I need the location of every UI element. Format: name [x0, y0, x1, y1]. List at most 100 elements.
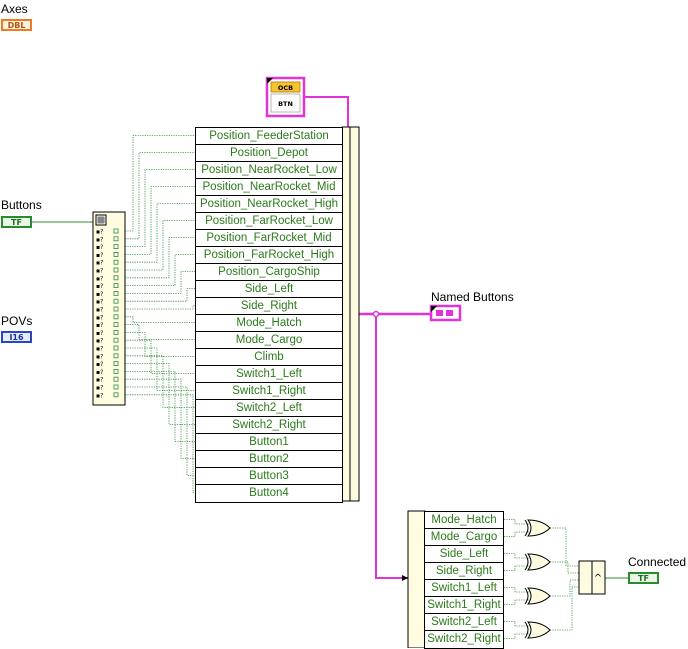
index-glyph: ▪? — [96, 330, 103, 337]
element-wire — [125, 363, 195, 425]
wire-junction — [372, 310, 380, 318]
bundle-field[interactable]: Position_Depot — [196, 145, 342, 162]
xor-gate[interactable] — [524, 553, 551, 571]
index-output-terminal — [113, 314, 119, 320]
element-wire — [125, 152, 195, 240]
bundle-field[interactable]: Side_Left — [196, 281, 342, 298]
element-wire — [125, 135, 195, 232]
axes-terminal[interactable]: DBL — [1, 19, 32, 31]
bundle-field[interactable]: Button1 — [196, 434, 342, 451]
element-wire — [125, 288, 195, 302]
unbundle-field[interactable]: Mode_Cargo — [425, 529, 503, 546]
index-array-node[interactable]: ▪?▪?▪?▪?▪?▪?▪?▪?▪?▪?▪?▪?▪?▪?▪?▪?▪?▪?▪?▪?… — [92, 211, 126, 406]
element-wire — [125, 347, 195, 391]
bundle-field[interactable]: Mode_Hatch — [196, 315, 342, 332]
xor-gate[interactable] — [524, 519, 551, 537]
xor-gate[interactable] — [524, 621, 551, 639]
named-buttons-indicator[interactable] — [429, 304, 462, 322]
xor-gate[interactable] — [524, 587, 551, 605]
connected-label: Connected — [628, 555, 687, 569]
index-output-terminal — [113, 244, 119, 250]
bundle-field[interactable]: Button2 — [196, 451, 342, 468]
svg-text:^: ^ — [594, 573, 602, 584]
index-output-terminal — [113, 267, 119, 273]
bundle-field[interactable]: Position_FarRocket_Mid — [196, 230, 342, 247]
bundle-field[interactable]: Switch2_Right — [196, 417, 342, 434]
index-output-terminal — [113, 259, 119, 265]
bundle-field[interactable]: Switch2_Left — [196, 400, 342, 417]
xor-output-wire — [550, 579, 579, 597]
index-glyph: ▪? — [96, 275, 103, 282]
index-glyph: ▪? — [96, 299, 103, 306]
bundle-field[interactable]: Position_CargoShip — [196, 264, 342, 281]
unbundle-field[interactable]: Switch1_Left — [425, 580, 503, 597]
cluster-constant-top-text: OCB — [278, 84, 293, 92]
bundle-field[interactable]: Mode_Cargo — [196, 332, 342, 349]
povs-label: POVs — [1, 314, 33, 328]
buttons-terminal[interactable]: TF — [1, 216, 32, 228]
index-glyph: ▪? — [96, 392, 103, 399]
xor-input-wire — [504, 553, 530, 559]
and-array-elements-node[interactable]: ^ — [578, 560, 606, 595]
bundle-field[interactable]: Side_Right — [196, 298, 342, 315]
index-output-terminal — [113, 236, 119, 242]
index-output-terminal — [113, 384, 119, 390]
xor-output-wire — [550, 586, 579, 631]
bundle-field[interactable]: Button3 — [196, 468, 342, 485]
cluster-constant-bottom-text: BTN — [278, 100, 293, 108]
index-glyph: ▪? — [96, 229, 103, 236]
index-glyph: ▪? — [96, 369, 103, 376]
element-wire — [125, 237, 195, 279]
index-glyph: ▪? — [96, 244, 103, 251]
buttons-label: Buttons — [1, 198, 42, 212]
bundle-field[interactable]: Position_NearRocket_Low — [196, 162, 342, 179]
xor-input-wire — [504, 565, 530, 571]
unbundle-field[interactable]: Switch1_Right — [425, 597, 503, 614]
index-output-terminal — [113, 228, 119, 234]
bundle-field[interactable]: Switch1_Right — [196, 383, 342, 400]
index-output-terminal — [113, 298, 119, 304]
xor-input-wire — [504, 599, 530, 605]
index-glyph: ▪? — [96, 346, 103, 353]
bundle-field[interactable]: Switch1_Left — [196, 366, 342, 383]
unbundle-field[interactable]: Switch2_Right — [427, 633, 501, 645]
index-output-terminal — [113, 306, 119, 312]
bundle-field[interactable]: Climb — [196, 349, 342, 366]
xor-input-wire — [504, 531, 530, 537]
unbundle-field[interactable]: Side_Right — [425, 563, 503, 580]
connected-terminal[interactable]: TF — [628, 572, 659, 584]
bundle-field[interactable]: Position_FarRocket_Low — [196, 213, 342, 230]
element-wire — [125, 305, 195, 310]
unbundle-field[interactable]: Switch2_Left — [425, 614, 503, 631]
index-output-terminal — [113, 275, 119, 281]
unbundle-node-frame[interactable] — [407, 510, 426, 648]
index-glyph: ▪? — [96, 322, 103, 329]
index-glyph: ▪? — [96, 361, 103, 368]
bundle-field[interactable]: Button4 — [249, 487, 289, 499]
xor-output-wire — [550, 527, 579, 567]
xor-input-wire — [504, 519, 530, 525]
axes-label: Axes — [1, 2, 28, 16]
index-glyph: ▪? — [96, 236, 103, 243]
bundle-field[interactable]: Position_NearRocket_High — [196, 196, 342, 213]
bundle-field[interactable]: Position_NearRocket_Mid — [196, 179, 342, 196]
element-wire — [125, 169, 195, 247]
index-glyph: ▪? — [96, 268, 103, 275]
index-output-terminal — [113, 283, 119, 289]
index-output-terminal — [113, 345, 119, 351]
index-output-terminal — [113, 337, 119, 343]
element-wire — [125, 386, 195, 476]
cluster-constant[interactable]: OCB BTN — [265, 76, 306, 118]
element-wire — [125, 203, 195, 263]
index-output-terminal — [113, 368, 119, 374]
bundle-field[interactable]: Position_FarRocket_High — [196, 247, 342, 264]
povs-terminal[interactable]: I16 — [1, 331, 32, 343]
xor-input-wire — [504, 633, 530, 639]
xor-input-wire — [504, 621, 530, 627]
unbundle-field[interactable]: Mode_Hatch — [425, 512, 503, 529]
bundle-field[interactable]: Position_FeederStation — [196, 128, 342, 145]
named-buttons-label: Named Buttons — [431, 290, 514, 304]
unbundle-field[interactable]: Side_Left — [425, 546, 503, 563]
